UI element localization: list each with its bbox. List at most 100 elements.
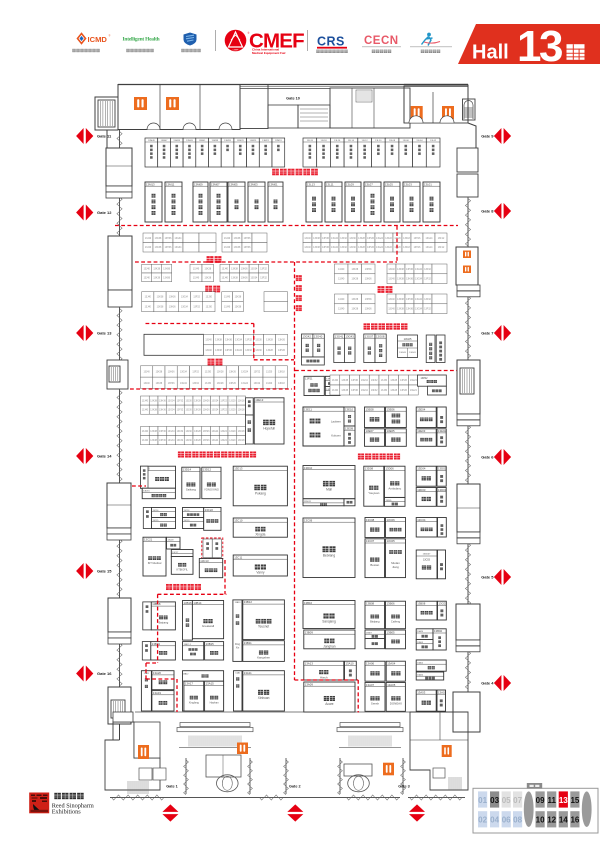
- svg-text:13J30: 13J30: [185, 401, 192, 403]
- svg-text:Mudan: Mudan: [391, 561, 400, 565]
- svg-text:Intelligent Health: Intelligent Health: [123, 37, 160, 43]
- svg-text:13A05: 13A05: [387, 683, 396, 687]
- svg-text:13L01: 13L01: [424, 182, 432, 186]
- svg-text:13F22: 13F22: [385, 247, 392, 249]
- svg-text:13H36: 13H36: [241, 277, 248, 279]
- svg-text:13K28: 13K28: [266, 340, 273, 342]
- svg-text:13F12: 13F12: [438, 238, 445, 240]
- svg-text:13E05: 13E05: [387, 429, 396, 433]
- svg-text:13H26: 13H26: [400, 380, 407, 382]
- svg-text:13J40: 13J40: [144, 269, 151, 271]
- svg-text:13H36: 13H36: [169, 307, 176, 309]
- svg-text:Vanry: Vanry: [256, 571, 264, 575]
- svg-text:13D06: 13D06: [386, 467, 395, 471]
- svg-text:13H26: 13H26: [229, 383, 236, 385]
- svg-text:13G34: 13G34: [415, 279, 423, 281]
- svg-text:13G03: 13G03: [399, 352, 406, 354]
- svg-text:13J30: 13J30: [185, 410, 192, 412]
- svg-text:DONEAX: DONEAX: [390, 702, 402, 706]
- svg-text:13D13: 13D13: [234, 467, 243, 471]
- svg-text:13A09: 13A09: [305, 682, 314, 686]
- svg-text:13K38: 13K38: [204, 277, 211, 279]
- svg-text:13G34: 13G34: [181, 297, 189, 299]
- svg-text:13K38: 13K38: [351, 309, 358, 311]
- svg-text:13F32: 13F32: [424, 309, 431, 311]
- svg-text:13H36: 13H36: [159, 431, 166, 433]
- svg-text:13H26: 13H26: [203, 440, 210, 442]
- svg-text:13E10: 13E10: [345, 407, 354, 411]
- svg-text:13K38: 13K38: [215, 350, 222, 352]
- svg-text:13D12: 13D12: [203, 468, 212, 472]
- svg-text:10: 10: [536, 816, 545, 825]
- svg-text:13H36: 13H36: [168, 371, 175, 373]
- svg-text:Kangshen: Kangshen: [257, 656, 270, 660]
- svg-text:13G34: 13G34: [180, 371, 188, 373]
- svg-text:13A15: 13A15: [206, 682, 215, 686]
- svg-text:04: 04: [490, 816, 499, 825]
- svg-text:13J40: 13J40: [388, 309, 395, 311]
- svg-text:13M13: 13M13: [146, 182, 155, 186]
- svg-text:Jiang: Jiang: [392, 565, 399, 569]
- svg-text:13L13: 13L13: [307, 182, 315, 186]
- svg-text:KTBIOFIL: KTBIOFIL: [177, 568, 189, 572]
- svg-text:13M43: 13M43: [186, 140, 193, 142]
- svg-text:13B08: 13B08: [366, 602, 375, 606]
- svg-text:02: 02: [478, 816, 487, 825]
- svg-text:CMEF: CMEF: [233, 50, 239, 52]
- svg-text:13K38: 13K38: [231, 277, 238, 279]
- svg-text:13G24: 13G24: [241, 371, 249, 373]
- svg-text:13A04: 13A04: [387, 662, 396, 666]
- svg-text:13J40: 13J40: [145, 307, 152, 309]
- svg-text:13H36: 13H36: [241, 269, 248, 271]
- svg-text:13C05: 13C05: [387, 539, 396, 543]
- svg-text:Gate 4: Gate 4: [481, 681, 494, 686]
- svg-text:13B10: 13B10: [304, 601, 313, 605]
- svg-text:13J40: 13J40: [205, 350, 212, 352]
- svg-text:13H36: 13H36: [159, 440, 166, 442]
- svg-text:13G34: 13G34: [415, 309, 423, 311]
- svg-text:13H36: 13H36: [351, 390, 358, 392]
- svg-text:Youyuan: Youyuan: [368, 491, 380, 495]
- svg-text:Xingda: Xingda: [255, 533, 265, 537]
- svg-text:13C04: 13C04: [417, 518, 426, 522]
- svg-text:13H36: 13H36: [365, 269, 372, 271]
- svg-text:13C03: 13C03: [423, 559, 431, 562]
- svg-text:13K38: 13K38: [234, 238, 241, 240]
- svg-text:13K38: 13K38: [341, 380, 348, 382]
- svg-text:16: 16: [570, 816, 579, 825]
- svg-text:13E02: 13E02: [438, 429, 447, 433]
- svg-text:13K38: 13K38: [150, 410, 157, 412]
- svg-text:13G24: 13G24: [211, 410, 219, 412]
- svg-text:13K28: 13K28: [194, 440, 201, 442]
- svg-text:13D15: 13D15: [143, 491, 150, 493]
- svg-text:Kokoen: Kokoen: [331, 434, 341, 438]
- svg-text:13C23: 13C23: [184, 520, 191, 522]
- svg-text:13A13: 13A13: [305, 662, 314, 666]
- svg-text:13C10: 13C10: [234, 518, 243, 522]
- svg-text:13H36: 13H36: [365, 279, 372, 281]
- svg-text:13L04: 13L04: [416, 140, 423, 142]
- svg-text:13J40: 13J40: [388, 299, 395, 301]
- svg-text:13H36: 13H36: [365, 299, 372, 301]
- svg-text:13K38: 13K38: [153, 269, 160, 271]
- svg-text:Gate 6: Gate 6: [481, 455, 494, 460]
- svg-text:13L18: 13L18: [321, 140, 328, 142]
- svg-text:13J30: 13J30: [381, 390, 388, 392]
- svg-text:13K38: 13K38: [155, 247, 162, 249]
- svg-text:13K28: 13K28: [358, 238, 365, 240]
- svg-text:13C07: 13C07: [366, 539, 375, 543]
- svg-text:Pukang: Pukang: [255, 491, 266, 495]
- svg-text:13K38: 13K38: [235, 307, 242, 309]
- svg-text:13G24: 13G24: [410, 390, 418, 392]
- svg-text:®: ®: [109, 34, 111, 38]
- svg-text:13K28: 13K28: [194, 401, 201, 403]
- svg-text:13A02: 13A02: [417, 661, 424, 664]
- svg-text:Gate 5: Gate 5: [481, 575, 494, 580]
- svg-text:13J30: 13J30: [206, 297, 213, 299]
- svg-text:13M21: 13M21: [262, 140, 269, 142]
- svg-text:ICMD: ICMD: [88, 35, 108, 44]
- svg-text:13J40: 13J40: [143, 371, 150, 373]
- svg-text:13J40: 13J40: [142, 401, 149, 403]
- svg-text:13J20: 13J20: [229, 431, 236, 433]
- svg-text:11: 11: [547, 796, 556, 805]
